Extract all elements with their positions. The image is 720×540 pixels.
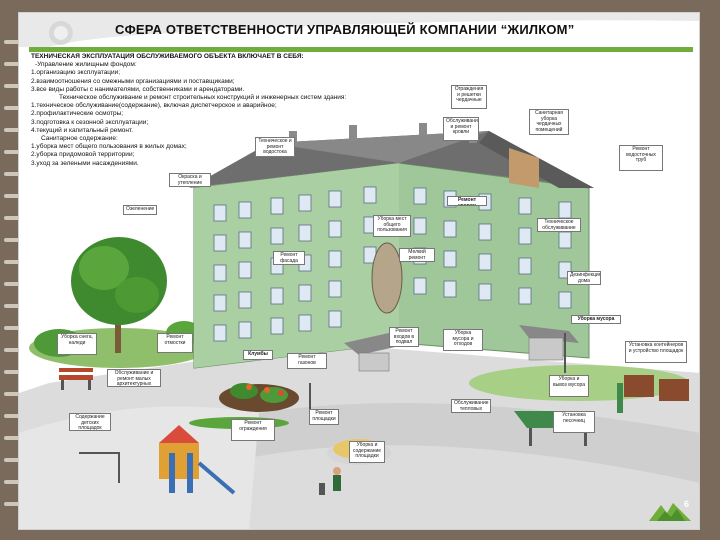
callout-label: Уборка и содержание площадки	[349, 441, 385, 463]
binder-ring	[4, 348, 20, 352]
text-subheading: Техническое обслуживание и ремонт строит…	[59, 94, 347, 102]
binder-ring	[4, 238, 20, 242]
title-rule	[29, 47, 693, 52]
text-line: 4.текущий и капитальный ремонт.	[31, 126, 134, 134]
callout-label: Дезинфекция дома	[567, 271, 601, 285]
callout-label: Установка контейнеров и устройство площа…	[625, 341, 687, 363]
binder-ring	[4, 216, 20, 220]
callout-label: Уборка и вывоз мусора	[549, 375, 589, 397]
callout-label: Техническое и ремонт водостока	[255, 137, 295, 157]
callout-label: Обслуживание и ремонт малых архитектурны…	[107, 369, 161, 387]
callout-label: Озеленение	[123, 205, 157, 215]
callout-label: Ремонт площадки	[309, 409, 339, 425]
text-heading: ТЕХНИЧЕСКАЯ ЭКСПЛУАТАЦИЯ ОБСЛУЖИВАЕМОГО …	[31, 53, 304, 60]
binder-ring	[4, 62, 20, 66]
text-line: 2.взаимоотношения со смежными организаци…	[31, 77, 235, 85]
building-illustration	[19, 123, 699, 529]
text-line: 1.уборка мест общего пользования в жилых…	[31, 143, 187, 151]
title-swoosh	[19, 13, 699, 47]
poster-sheet: СФЕРА ОТВЕТСТВЕННОСТИ УПРАВЛЯЮЩЕЙ КОМПАН…	[18, 12, 700, 530]
callout-label: Ремонт газонов	[287, 353, 327, 369]
callout-label: Уборка мусора	[571, 315, 621, 324]
text-subheading: -Управление жилищным фондом:	[35, 61, 137, 69]
text-line: 2.уборка придомовой территории;	[31, 151, 135, 159]
text-line: 1.техническое обслуживание(содержание), …	[31, 102, 277, 110]
binder-ring	[4, 326, 20, 330]
callout-label: Ремонт входов в подвал	[389, 327, 419, 347]
binder-ring	[4, 150, 20, 154]
binder-ring	[4, 172, 20, 176]
binder-ring	[4, 370, 20, 374]
callout-label: Ограждения и решетки чердачные	[451, 85, 487, 109]
callout-label: Ремонт фасада	[273, 251, 305, 265]
binder-ring	[4, 304, 20, 308]
binder-ring	[4, 414, 20, 418]
text-line: 2.профилактические осмотры;	[31, 110, 124, 118]
binder-ring	[4, 194, 20, 198]
binder-ring	[4, 436, 20, 440]
text-line: 1.организацию эксплуатации;	[31, 69, 121, 77]
binder-ring	[4, 480, 20, 484]
callout-label: Обслуживание тепловых узлов	[451, 399, 491, 413]
binder-ring	[4, 260, 20, 264]
callout-label: Содержание детских площадок	[69, 413, 111, 431]
text-subheading: Санитарное содержание:	[41, 135, 118, 143]
callout-label: Окраска и утепление окон	[169, 173, 211, 187]
binder-ring	[4, 84, 20, 88]
callout-label: Обслуживание и ремонт кровли	[443, 117, 479, 141]
callout-label: Ремонт отмостки	[157, 333, 193, 353]
callout-label: Уборка мусора и отходов	[443, 329, 483, 351]
text-line: 3.все виды работы с нанимателями, собств…	[31, 85, 245, 93]
binder-ring	[4, 40, 20, 44]
text-block: ТЕХНИЧЕСКАЯ ЭКСПЛУАТАЦИЯ ОБСЛУЖИВАЕМОГО …	[31, 53, 361, 168]
binder-ring	[4, 282, 20, 286]
binder-ring	[4, 502, 20, 506]
callout-label: Техническое обслуживание вентиляции	[537, 218, 581, 232]
text-line: 3.уход за зелеными насаждениями.	[31, 159, 139, 167]
callout-label: Ремонт кровли	[447, 196, 487, 206]
page-title: СФЕРА ОТВЕТСТВЕННОСТИ УПРАВЛЯЮЩЕЙ КОМПАН…	[115, 22, 575, 37]
binder-ring	[4, 458, 20, 462]
callout-label: Мелкий ремонт	[399, 248, 435, 262]
title-band: СФЕРА ОТВЕТСТВЕННОСТИ УПРАВЛЯЮЩЕЙ КОМПАН…	[19, 13, 699, 47]
binder-ring	[4, 128, 20, 132]
callout-label: Клумбы	[243, 350, 273, 360]
company-logo	[649, 503, 691, 521]
binder-ring	[4, 106, 20, 110]
text-line: 3.подготовка к сезонной эксплуатации;	[31, 118, 149, 126]
callout-label: Установка песочниц	[553, 411, 595, 433]
callout-label: Ремонт водосточных труб	[619, 145, 663, 171]
callout-label: Уборка мест общего пользования	[373, 215, 411, 237]
binder-ring	[4, 392, 20, 396]
callout-label: Санитарная уборка чердачных помещений	[529, 109, 569, 135]
page-number: 6	[683, 499, 689, 509]
callout-label: Ремонт ограждения	[231, 419, 275, 441]
callout-label: Уборка снега, наледи	[57, 333, 97, 355]
